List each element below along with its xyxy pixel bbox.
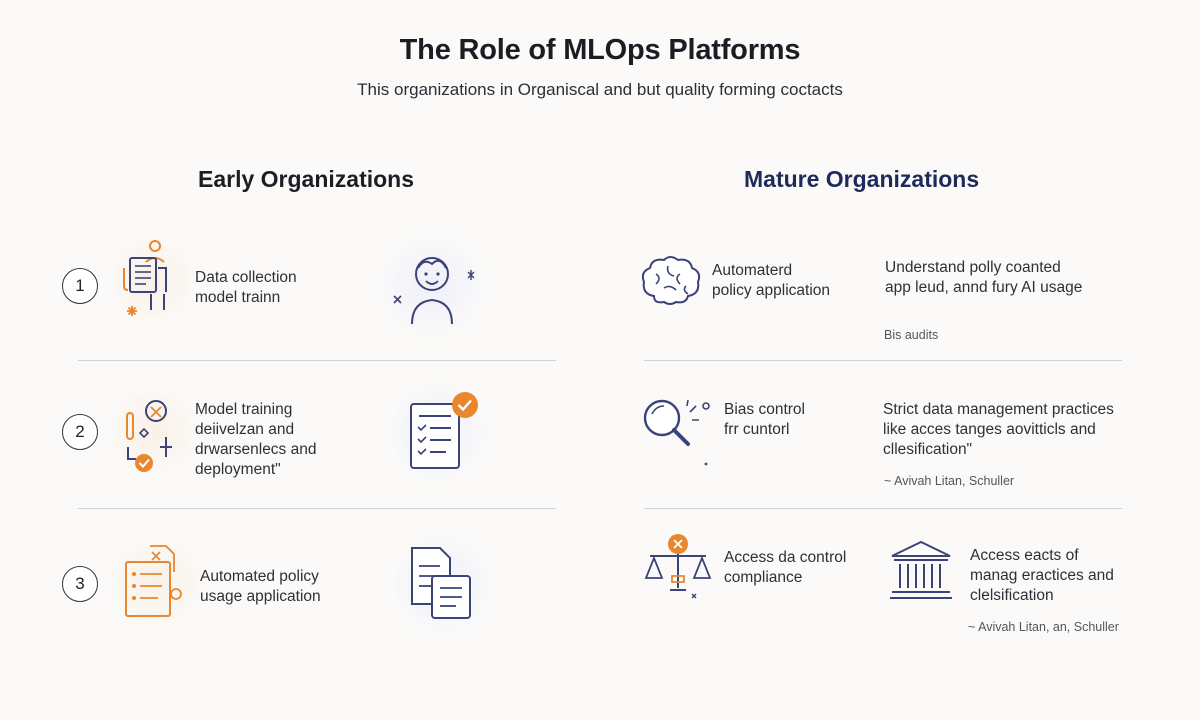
mature-row-2-label: Bias control frr cuntorl — [724, 401, 805, 438]
early-divider-2 — [78, 508, 556, 509]
step-number-1: 1 — [62, 268, 98, 304]
courthouse-icon — [888, 538, 954, 602]
document-list-icon — [122, 544, 188, 620]
person-document-icon — [118, 238, 184, 324]
mature-row-1-label: Automaterd policy application — [712, 262, 831, 299]
mature-row-3-label: Access da control compliance — [724, 549, 847, 586]
mature-row-2-note: ~ Avivah Litan, Schuller — [884, 474, 1015, 488]
mature-divider-2 — [644, 508, 1122, 509]
early-row-1-text: Data collection model trainn — [195, 269, 297, 306]
early-organizations-heading: Early Organizations — [198, 166, 415, 192]
checklist-icon — [408, 392, 484, 472]
mature-row-1-note: Bis audits — [884, 328, 939, 342]
scales-icon — [642, 532, 714, 608]
workflow-check-icon — [120, 395, 184, 477]
mature-row-2-description: Strict data management practices like ac… — [883, 401, 1114, 458]
magnifier-icon — [640, 396, 714, 474]
brain-icon — [640, 256, 702, 306]
documents-icon — [410, 546, 476, 622]
step-number-2: 2 — [62, 414, 98, 450]
mature-divider-1 — [644, 360, 1122, 361]
page-subtitle: This organizations in Organiscal and but… — [357, 80, 843, 99]
mature-row-3-note: ~ Avivah Litan, an, Schuller — [968, 620, 1119, 634]
early-row-3-text: Automated policy usage application — [200, 568, 321, 605]
step-number-3: 3 — [62, 566, 98, 602]
mature-row-3-description: Access eacts of manag eractices and clel… — [970, 547, 1114, 604]
page-title: The Role of MLOps Platforms — [399, 34, 801, 66]
mature-row-1-description: Understand polly coanted app leud, annd … — [885, 259, 1083, 296]
early-row-2-text: Model training deiivelzan and drwarsenle… — [195, 401, 317, 478]
early-divider-1 — [78, 360, 556, 361]
person-avatar-icon — [392, 244, 482, 328]
mature-organizations-heading: Mature Organizations — [744, 166, 980, 192]
